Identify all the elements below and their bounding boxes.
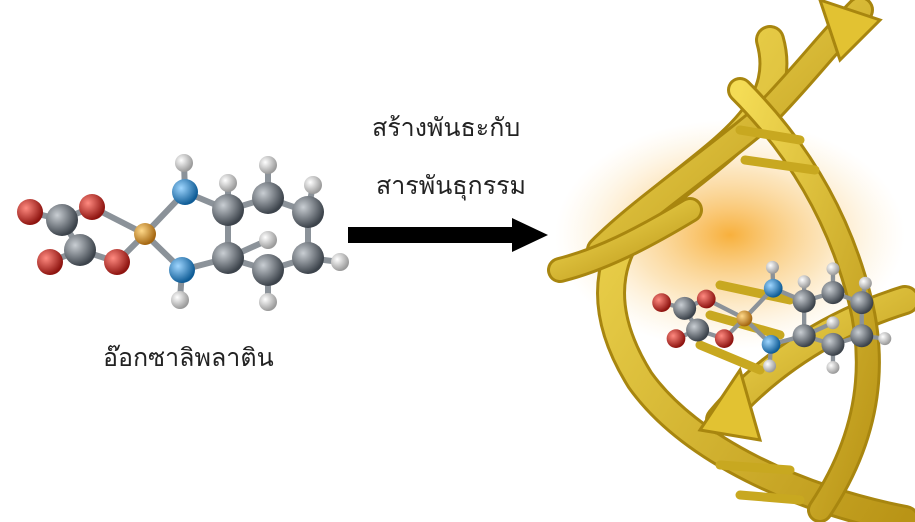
molecule-name-label: อ๊อกซาลิพลาติน: [103, 338, 274, 378]
carbon-atom: [850, 291, 873, 314]
carbon-atom: [292, 196, 324, 228]
oxygen-atom: [715, 329, 734, 348]
oxygen-atom: [17, 199, 43, 225]
oxygen-atom: [104, 249, 130, 275]
oxygen-atom: [697, 290, 716, 309]
hydrogen-atom: [331, 253, 349, 271]
reaction-arrow: [348, 218, 548, 252]
oxygen-atom: [652, 293, 671, 312]
carbon-atom: [252, 182, 284, 214]
platinum-atom: [736, 311, 752, 327]
hydrogen-atom: [763, 360, 776, 373]
hydrogen-atom: [259, 156, 277, 174]
hydrogen-atom: [859, 277, 872, 290]
hydrogen-atom: [304, 176, 322, 194]
platinum-atom: [134, 223, 156, 245]
carbon-atom: [821, 281, 844, 304]
carbon-atom: [793, 324, 816, 347]
carbon-atom: [850, 324, 873, 347]
carbon-atom: [46, 204, 78, 236]
nitrogen-atom: [762, 335, 781, 354]
oxaliplatin-molecule: [17, 154, 349, 311]
oxygen-atom: [79, 194, 105, 220]
carbon-atom: [64, 234, 96, 266]
nitrogen-atom: [169, 257, 195, 283]
oxygen-atom: [37, 249, 63, 275]
dna-helix-structure: [555, 0, 905, 520]
hydrogen-atom: [259, 231, 277, 249]
nitrogen-atom: [764, 279, 783, 298]
hydrogen-atom: [826, 316, 839, 329]
hydrogen-atom: [798, 275, 811, 288]
hydrogen-atom: [171, 291, 189, 309]
reaction-label-line2: สารพันธุกรรม: [376, 166, 526, 206]
hydrogen-atom: [826, 262, 839, 275]
carbon-atom: [686, 318, 709, 341]
oxygen-atom: [667, 329, 686, 348]
hydrogen-atom: [826, 361, 839, 374]
hydrogen-atom: [219, 174, 237, 192]
hydrogen-atom: [766, 261, 779, 274]
carbon-atom: [673, 297, 696, 320]
carbon-atom: [212, 242, 244, 274]
hydrogen-atom: [878, 332, 891, 345]
carbon-atom: [793, 290, 816, 313]
hydrogen-atom: [259, 293, 277, 311]
carbon-atom: [292, 242, 324, 274]
reaction-label-line1: สร้างพันธะกับ: [372, 108, 520, 148]
carbon-atom: [821, 333, 844, 356]
nitrogen-atom: [172, 179, 198, 205]
carbon-atom: [212, 194, 244, 226]
carbon-atom: [252, 254, 284, 286]
hydrogen-atom: [175, 154, 193, 172]
